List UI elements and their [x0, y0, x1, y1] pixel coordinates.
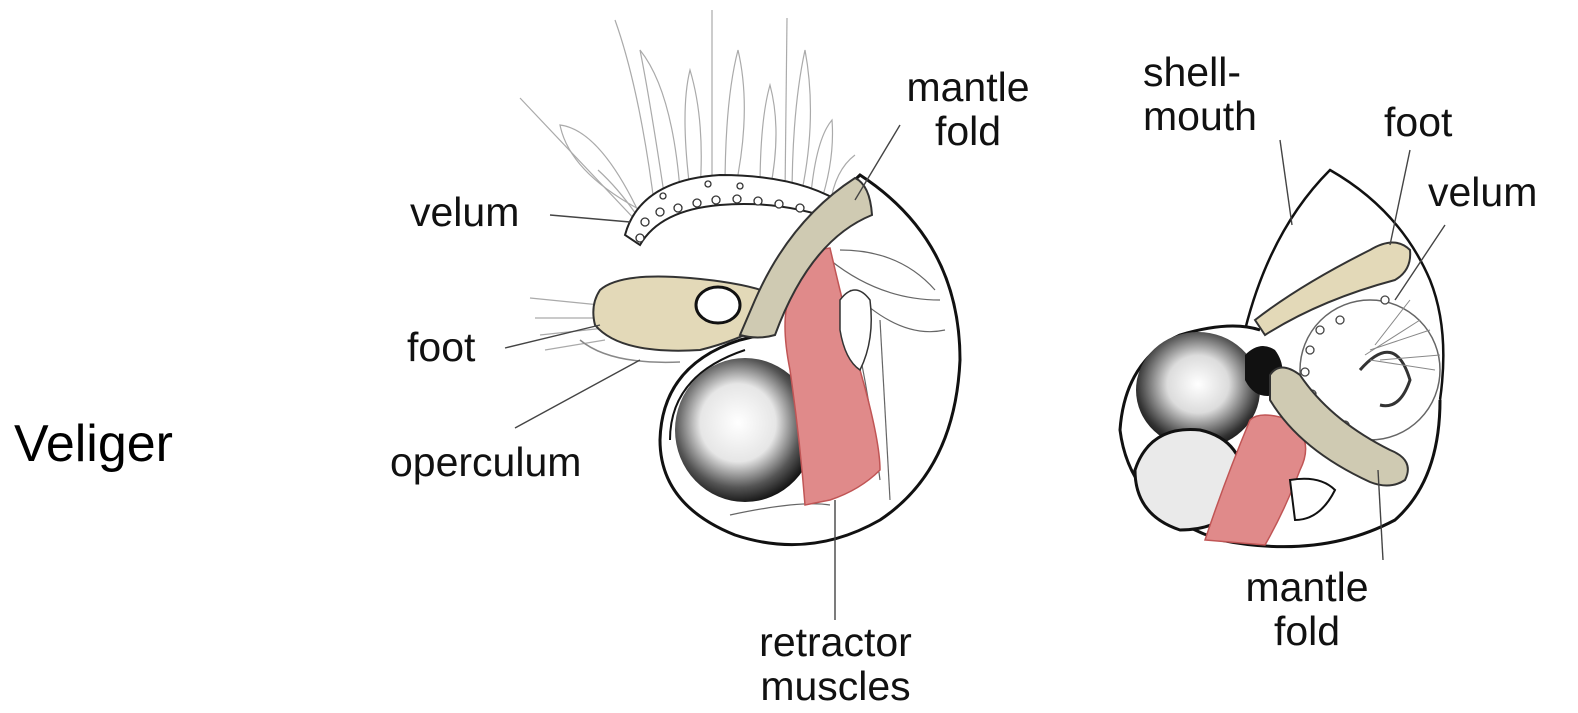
- label-operculum: operculum: [390, 440, 581, 484]
- label-right-foot: foot: [1384, 100, 1452, 144]
- label-right-mantle-fold-line2: fold: [1232, 609, 1382, 653]
- label-right-velum: velum: [1428, 170, 1537, 214]
- label-right-mantle-fold: mantle fold: [1232, 565, 1382, 653]
- label-right-mantle-fold-line1: mantle: [1232, 565, 1382, 609]
- label-retractor-muscles-line2: muscles: [738, 664, 933, 708]
- label-shell-mouth: shell- mouth: [1143, 50, 1257, 138]
- label-mantle-fold-line1: mantle: [893, 65, 1043, 109]
- label-retractor-muscles: retractor muscles: [738, 620, 933, 708]
- right-veliger: [1120, 170, 1443, 547]
- label-mantle-fold-line2: fold: [893, 109, 1043, 153]
- label-foot: foot: [407, 325, 475, 369]
- label-mantle-fold: mantle fold: [893, 65, 1043, 153]
- label-shell-mouth-line1: shell-: [1143, 50, 1257, 94]
- label-velum: velum: [410, 190, 519, 234]
- label-retractor-muscles-line1: retractor: [738, 620, 933, 664]
- label-shell-mouth-line2: mouth: [1143, 94, 1257, 138]
